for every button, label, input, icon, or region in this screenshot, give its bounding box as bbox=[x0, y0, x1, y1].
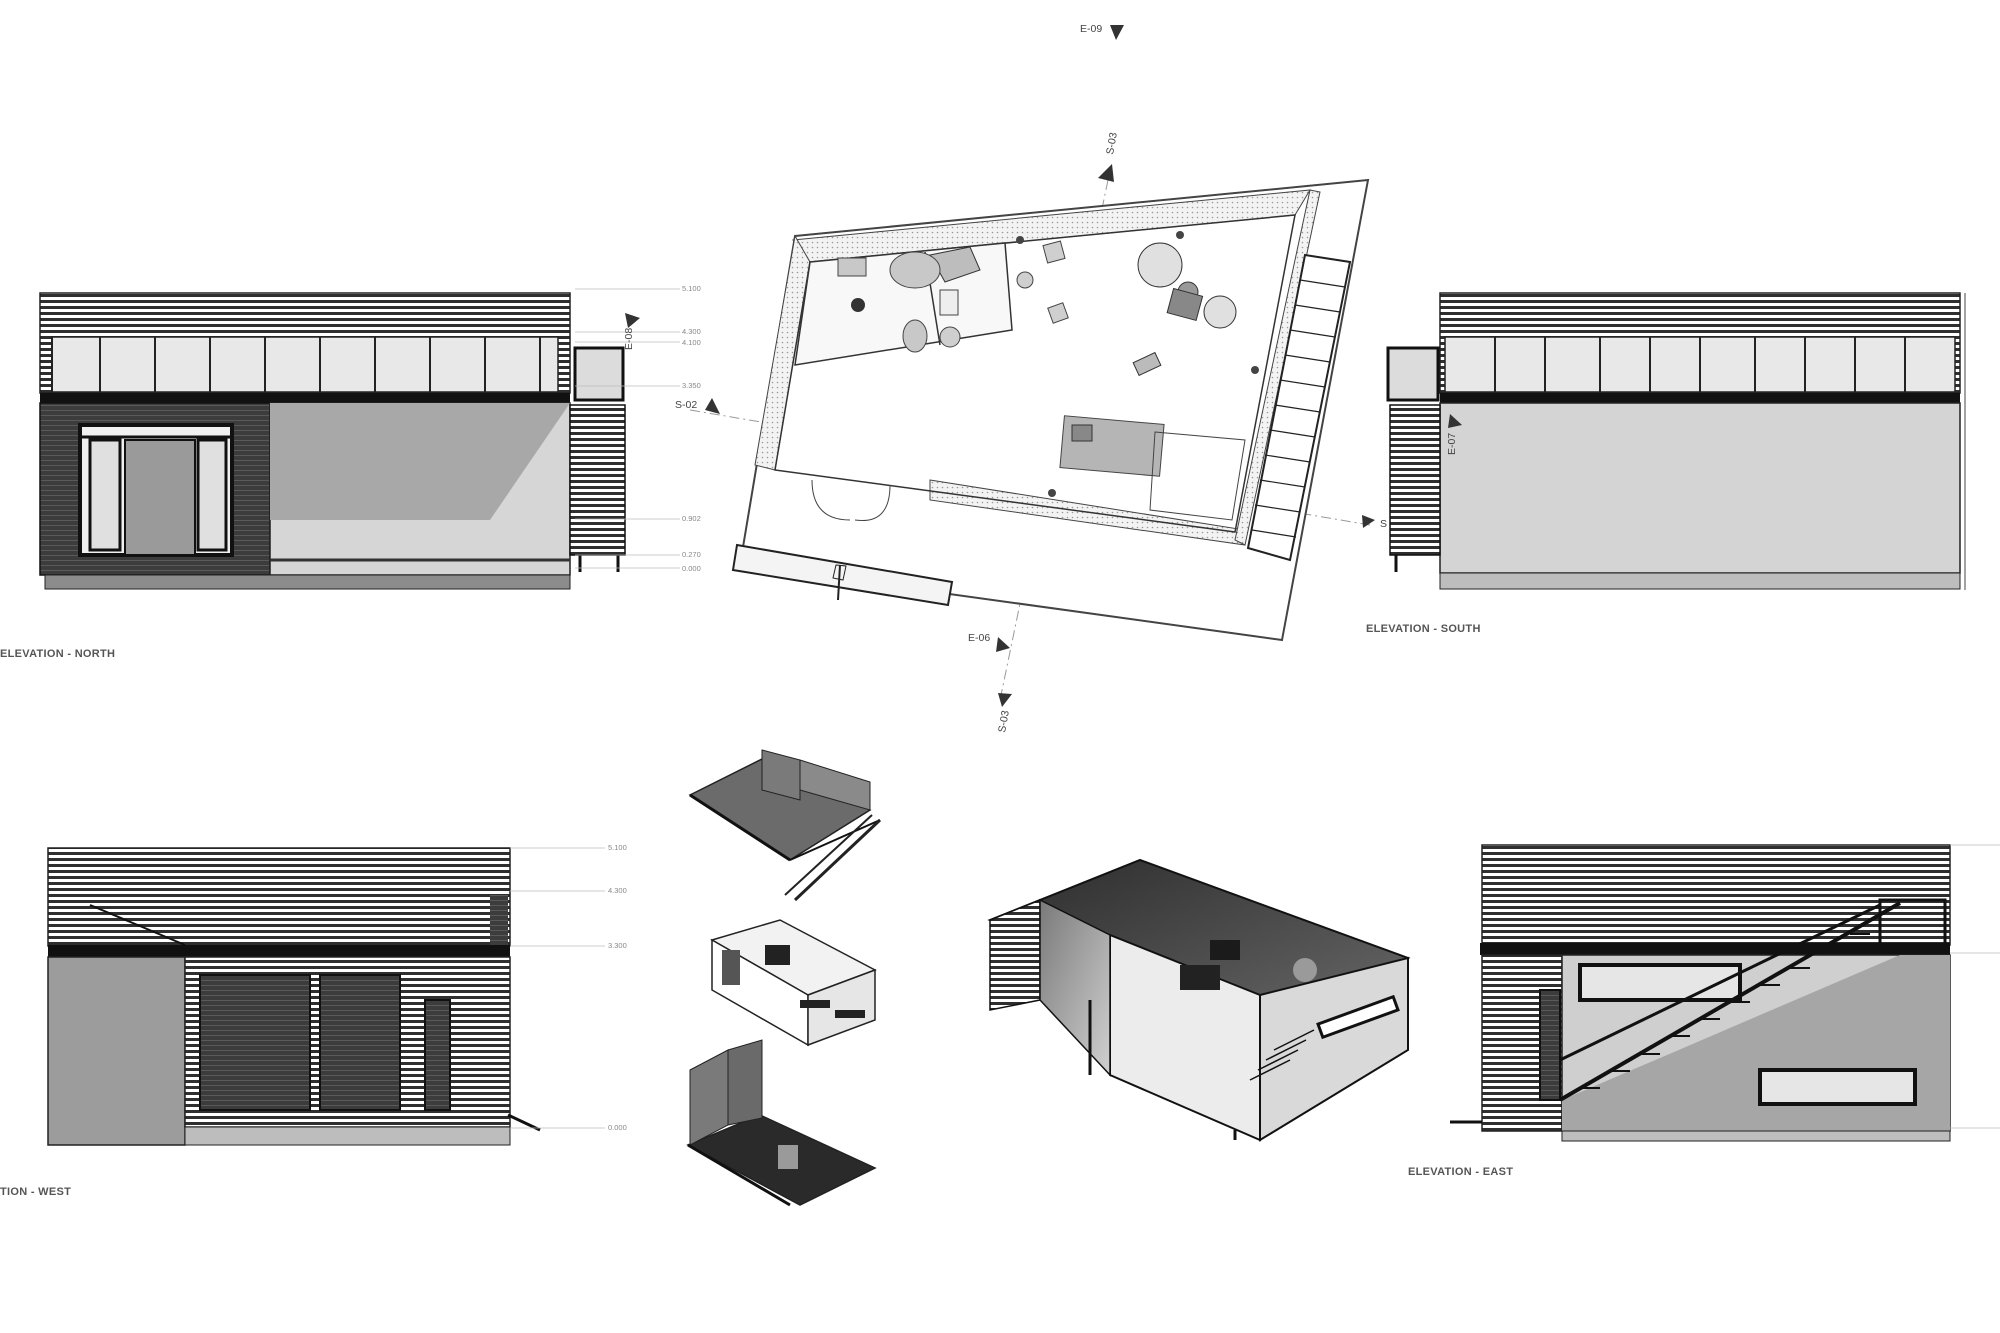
level-label: 0.270 bbox=[682, 550, 701, 559]
section-arrow-icon bbox=[1098, 164, 1114, 182]
marker-e07: E-07 bbox=[1446, 433, 1458, 455]
elevation-east: ELEVATION - EAST bbox=[1408, 844, 2000, 1178]
section-arrow-icon bbox=[1110, 25, 1124, 40]
axonometric-floor-view bbox=[710, 919, 877, 1047]
axonometric-main-view bbox=[987, 858, 1411, 1142]
floor-plan: E-09 S-03 S-02 S E-06 S-03 bbox=[675, 23, 1387, 734]
level-label: 4.100 bbox=[682, 338, 701, 347]
elevation-north-title: ELEVATION - NORTH bbox=[0, 648, 115, 660]
elevation-south: E-07 ELEVATION - SOUTH bbox=[1366, 292, 1966, 635]
marker-s-right: S bbox=[1380, 518, 1387, 530]
level-label: 4.300 bbox=[608, 886, 627, 895]
marker-e09: E-09 bbox=[1080, 23, 1102, 35]
section-arrow-icon bbox=[1448, 414, 1462, 428]
level-label: 0.000 bbox=[608, 1123, 627, 1132]
elevation-west-title: TION - WEST bbox=[0, 1186, 71, 1198]
elevation-south-title: ELEVATION - SOUTH bbox=[1366, 623, 1481, 635]
elevation-east-title: ELEVATION - EAST bbox=[1408, 1166, 1513, 1178]
section-arrow-icon bbox=[998, 693, 1012, 707]
level-label: 4.300 bbox=[682, 327, 701, 336]
axonometric-base-view bbox=[686, 1039, 877, 1207]
level-label: 3.350 bbox=[682, 381, 701, 390]
marker-e06: E-06 bbox=[968, 632, 990, 644]
level-label: 0.902 bbox=[682, 514, 701, 523]
marker-s03-bottom: S-03 bbox=[996, 709, 1012, 733]
section-arrow-icon bbox=[996, 637, 1010, 652]
marker-e08: E-08 bbox=[623, 328, 635, 350]
level-label: 5.100 bbox=[608, 843, 627, 852]
section-arrow-icon bbox=[625, 313, 640, 328]
section-arrow-icon bbox=[1362, 515, 1375, 528]
elevation-west: 5.100 4.300 3.300 0.000 TION - WEST bbox=[0, 843, 627, 1198]
level-label: 5.100 bbox=[682, 284, 701, 293]
elevation-north: 5.100 4.300 4.100 3.350 0.902 0.270 0.00… bbox=[0, 284, 701, 660]
section-arrow-icon bbox=[705, 398, 720, 414]
marker-s03-top: S-03 bbox=[1104, 131, 1120, 155]
marker-s02: S-02 bbox=[675, 399, 697, 411]
axonometric-roof-view bbox=[688, 749, 882, 902]
level-label: 0.000 bbox=[682, 564, 701, 573]
level-label: 3.300 bbox=[608, 941, 627, 950]
